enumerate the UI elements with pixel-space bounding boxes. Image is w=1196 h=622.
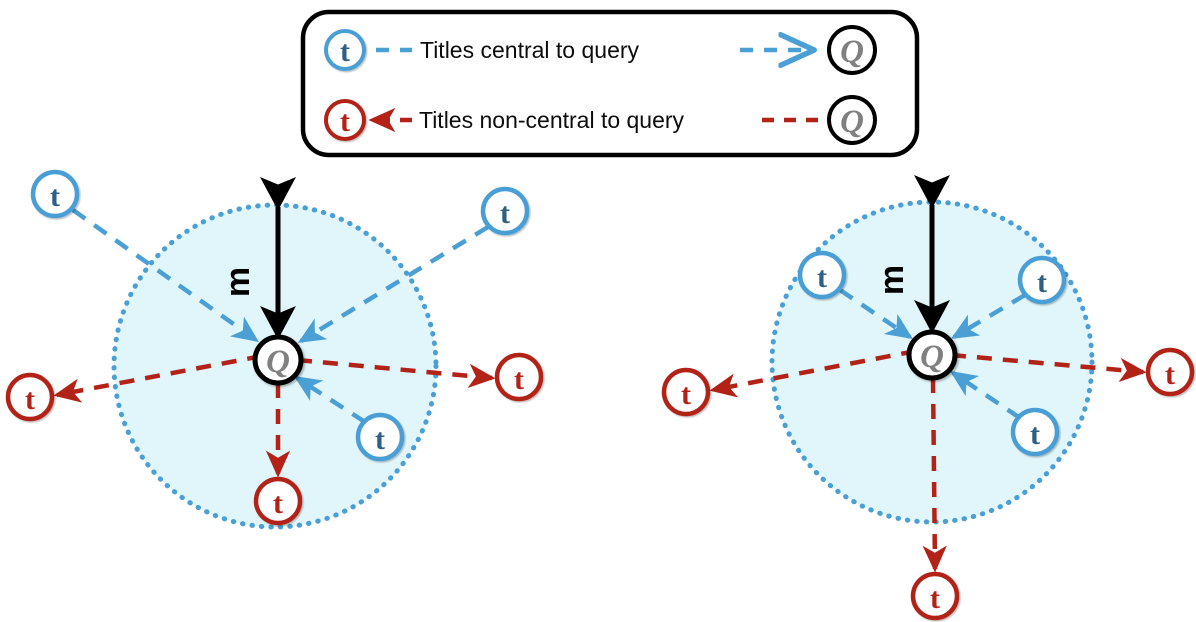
right-edge-red-1 [709,348,917,398]
left-title-letter-noncentral-1: t [25,383,35,416]
legend-q-circle-2 [827,95,877,145]
left-title-node-noncentral-3: t [253,476,303,526]
right-edge-blue-3 [950,370,1022,420]
left-query-letter: Q [266,344,290,380]
legend-q-letter-1: Q [840,34,864,70]
legend-q-circle-1 [827,25,877,75]
left-edge-blue-3 [293,376,367,424]
right-title-node-noncentral-2: t [1145,347,1195,397]
left-edge-blue-1 [71,208,259,343]
right-query-letter: Q [920,339,944,375]
left-edge-red-1 [53,353,263,403]
legend-q-node-blue-row: Q [827,25,877,75]
left-title-node-central-1: t [30,169,80,219]
left-title-letter-central-2: t [500,197,510,230]
legend-row-central: t Titles central to query Q [324,25,877,75]
left-title-letter-noncentral-2: t [514,363,524,396]
left-title-letter-central-1: t [50,180,60,213]
right-title-letter-noncentral-3: t [930,582,940,615]
left-title-node-central-2: t [480,186,530,236]
legend-t-node-blue: t [324,29,366,71]
right-title-node-noncentral-3: t [910,571,960,621]
right-edge-blue-1 [838,288,913,340]
right-query-node: Q [906,329,958,381]
left-edge-blue-2 [297,225,490,343]
left-title-node-noncentral-2: t [494,352,544,402]
legend-label-non-central: Titles non-central to query [419,107,685,133]
left-title-letter-noncentral-3: t [273,487,283,520]
legend-t-letter-red: t [340,105,350,138]
right-edge-red-3 [922,377,947,573]
right-title-node-central-1: t [797,250,847,300]
legend-q-node-red-row: Q [827,95,877,145]
right-title-node-central-3: t [1010,407,1060,457]
right-title-letter-central-3: t [1030,418,1040,451]
legend-row-non-central: t Titles non-central to query Q [324,95,877,145]
right-edge-blue-2 [950,293,1027,339]
legend-t-node-red: t [324,99,366,141]
left-diagram: m Q t t t t [5,169,544,530]
legend-box: t Titles central to query Q t Titles non… [300,9,920,158]
right-title-letter-central-1: t [817,261,827,294]
left-edge-red-2 [296,357,496,388]
left-title-letter-central-3: t [375,423,385,456]
legend-border [300,9,920,158]
right-diagram: m Q t t t t [661,175,1195,621]
right-title-letter-central-2: t [1037,266,1047,299]
right-title-node-central-2: t [1017,255,1067,305]
right-title-node-noncentral-1: t [661,367,711,417]
legend-t-letter-blue: t [340,35,350,68]
left-margin-label: m [219,267,257,297]
left-query-node: Q [252,334,304,386]
right-edge-red-2 [950,352,1147,383]
legend-q-letter-2: Q [840,104,864,140]
right-margin-label: m [873,265,911,295]
legend-label-central: Titles central to query [420,37,640,63]
left-title-node-noncentral-1: t [5,372,55,422]
right-title-letter-noncentral-1: t [681,378,691,411]
right-title-letter-noncentral-2: t [1165,358,1175,391]
left-title-node-central-3: t [355,412,405,462]
